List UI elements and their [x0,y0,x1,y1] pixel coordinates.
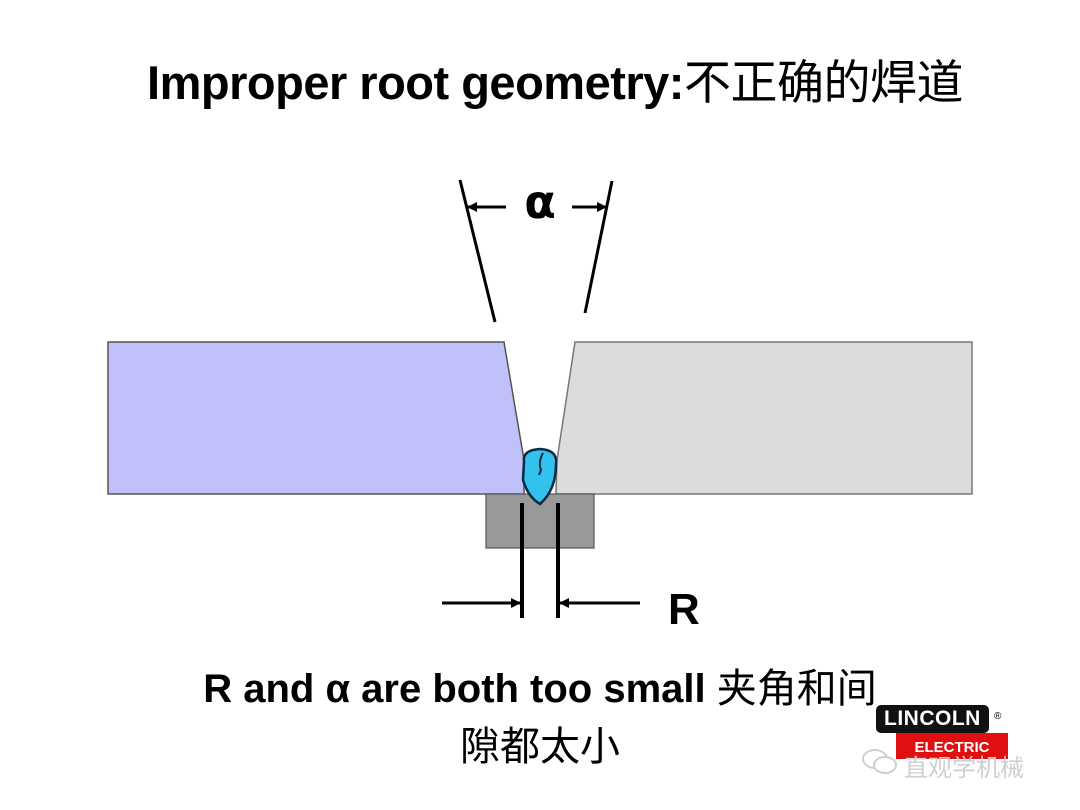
left-plate [107,341,525,495]
logo-electric: ELECTRIC [896,733,1008,759]
logo-registered: ® [994,711,1002,722]
angle-line-right [583,180,614,314]
title-chinese: 不正确的焊道 [683,56,964,109]
weld-bead [521,447,558,506]
caption-english: R and α are both too small [203,667,717,711]
logo-lincoln: LINCOLN [876,705,989,733]
gap-label: R [668,585,700,634]
right-plate [555,341,973,495]
weld-crack [538,452,544,476]
caption: R and α are both too small 夹角和间 隙都太小 [100,660,980,776]
caption-chinese-1: 夹角和间 [716,667,877,711]
watermark: 直观学机械 [862,748,1024,783]
caption-chinese-2: 隙都太小 [460,725,620,769]
watermark-text: 直观学机械 [904,755,1024,782]
title-english: Improper root geometry: [147,56,684,109]
slide-title: Improper root geometry:不正确的焊道 [0,44,1080,113]
angle-line-left [458,179,497,323]
wechat-icon [862,748,898,783]
lincoln-electric-logo: ELECTRIC LINCOLN ® [876,705,1008,759]
angle-label: α [524,175,556,229]
